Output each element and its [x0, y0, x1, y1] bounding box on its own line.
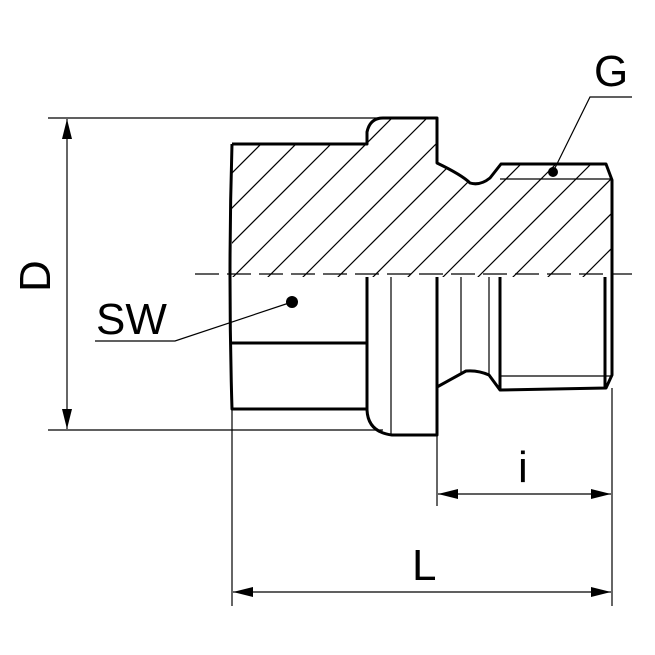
sw-leader-dot — [286, 296, 298, 308]
hatch-line — [635, 100, 655, 400]
hatch-line — [232, 118, 411, 277]
hatch-line — [232, 118, 341, 277]
hatch-line — [459, 118, 612, 277]
label-g: G — [594, 47, 628, 96]
hatch-line — [599, 118, 612, 277]
label-l: L — [412, 541, 436, 590]
dimension-lines — [48, 96, 632, 606]
label-d: D — [11, 260, 60, 292]
hatch-line — [232, 118, 306, 277]
hatch-line — [232, 118, 446, 277]
hatch-line — [232, 118, 481, 277]
label-sw: SW — [96, 295, 167, 344]
thread-leader-dot — [548, 167, 558, 177]
label-i: i — [518, 443, 528, 492]
hatch-line — [529, 118, 612, 277]
hatch-line — [389, 118, 612, 277]
hatch-line — [0, 100, 200, 400]
part-outline — [228, 116, 614, 437]
hatch-line — [232, 118, 236, 277]
hatch-line — [424, 118, 612, 277]
thin-lines — [390, 178, 612, 435]
hatch-line — [232, 118, 376, 277]
